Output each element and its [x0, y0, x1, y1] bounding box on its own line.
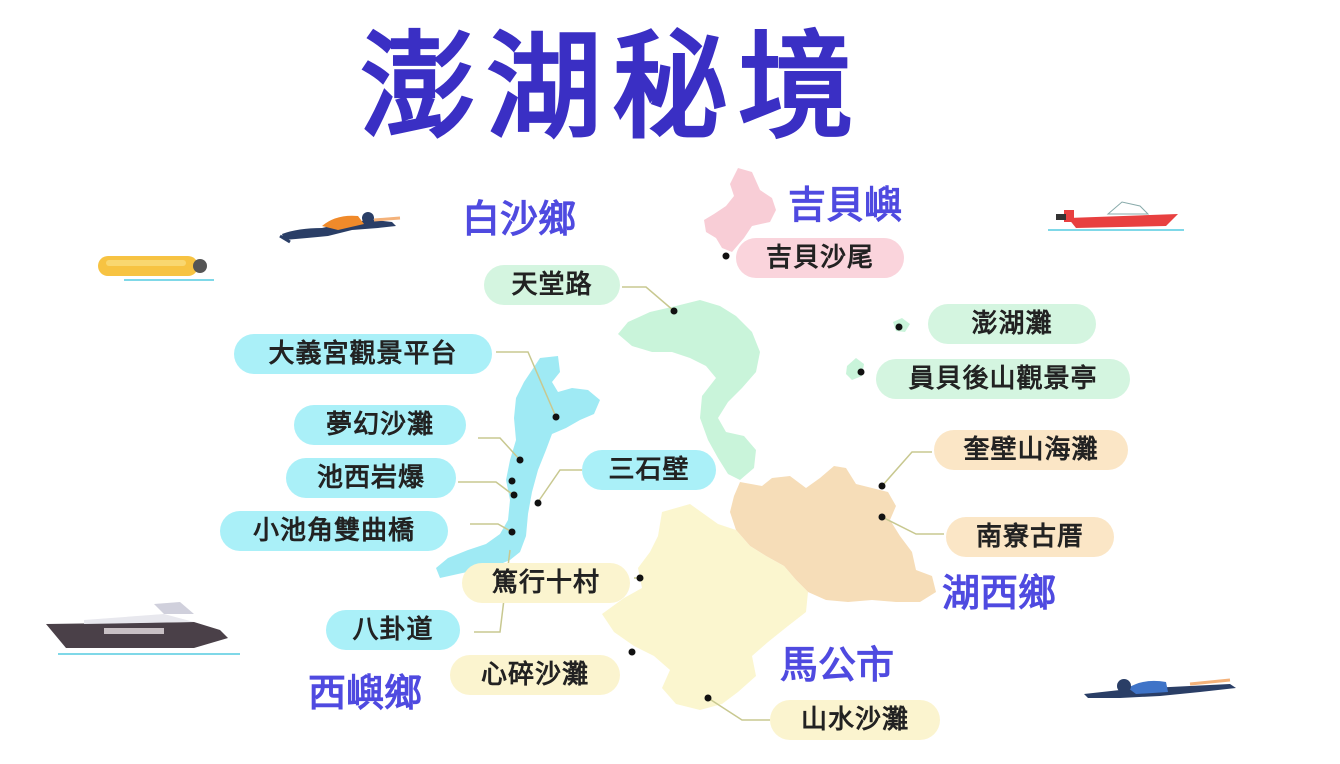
- spot-chixi-rock[interactable]: 池西岩爆: [286, 458, 456, 498]
- spot-shanshui-beach[interactable]: 山水沙灘: [770, 700, 940, 740]
- spot-penghu-beach[interactable]: 澎湖灘: [928, 304, 1096, 344]
- spot-dayi-platform[interactable]: 大義宮觀景平台: [234, 334, 492, 374]
- region-xiyu: 西嶼鄉: [308, 670, 423, 715]
- magong-city: [602, 504, 808, 710]
- yacht-icon: [46, 602, 240, 655]
- spot-dongxing-village[interactable]: 篤行十村: [462, 563, 630, 603]
- banana-boat-icon: [98, 256, 214, 281]
- jibei-island: [704, 168, 776, 252]
- huxi-township: [730, 466, 936, 602]
- dot-xinsui-beach: [628, 648, 636, 656]
- dot-dayi-platform: [552, 413, 560, 421]
- spot-jibei-shawei[interactable]: 吉貝沙尾: [736, 238, 904, 278]
- spot-sanshi-wall[interactable]: 三石壁: [582, 450, 716, 490]
- speedboat-icon: [1048, 201, 1184, 231]
- dot-penghu-beach: [895, 323, 903, 331]
- dot-dongxing-village: [636, 574, 644, 582]
- spot-kuibi-beach[interactable]: 奎壁山海灘: [934, 430, 1128, 470]
- spot-tiantang-road[interactable]: 天堂路: [484, 265, 620, 305]
- dot-nanliao-lips: [878, 513, 886, 521]
- region-magong: 馬公市: [780, 642, 895, 687]
- spot-bagua-road[interactable]: 八卦道: [326, 610, 460, 650]
- xiyu-island: [436, 356, 600, 578]
- dot-yuanbei-pavilion: [857, 368, 865, 376]
- region-huxi: 湖西鄉: [942, 570, 1057, 615]
- page-title: 澎湖秘境: [360, 19, 864, 155]
- spot-xinsui-beach[interactable]: 心碎沙灘: [450, 655, 620, 695]
- dot-chixi-rock: [508, 477, 516, 485]
- spot-menghuan-beach[interactable]: 夢幻沙灘: [294, 405, 466, 445]
- baisha-island: [618, 300, 760, 480]
- dot-bridge-top: [510, 491, 518, 499]
- spot-xiaochi-bridge[interactable]: 小池角雙曲橋: [220, 511, 448, 551]
- dot-menghuan-beach: [516, 456, 524, 464]
- swimmer-icon: [1084, 678, 1236, 698]
- dot-tiantang-road: [670, 307, 678, 315]
- region-baisha: 白沙鄉: [462, 196, 577, 241]
- dot-shanshui-beach: [704, 694, 712, 702]
- dot-sanshi-wall: [534, 499, 542, 507]
- spot-yuanbei-pavilion[interactable]: 員貝後山觀景亭: [876, 359, 1130, 399]
- dot-xiaochi-bridge: [508, 528, 516, 536]
- region-jibei: 吉貝嶼: [788, 182, 903, 227]
- dot-jibei-shawei: [722, 252, 730, 260]
- connector-lines: [458, 286, 944, 721]
- spot-nanliao-lips[interactable]: 南寮古厝: [946, 517, 1114, 557]
- swimmer-icon: [279, 212, 401, 244]
- dot-kuibi-beach: [878, 482, 886, 490]
